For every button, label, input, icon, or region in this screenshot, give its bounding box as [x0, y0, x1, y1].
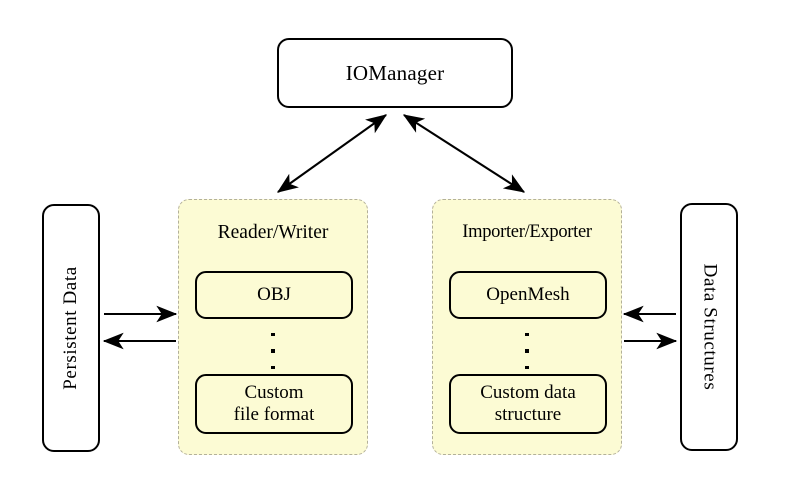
connector-manager-reader-writer	[276, 114, 388, 193]
persistent-data-node[interactable]: Persistent Data	[42, 204, 100, 452]
data-structures-node[interactable]: Data Structures	[680, 203, 738, 451]
ellipsis-dot	[525, 365, 529, 369]
node-custom-data-structure-line2: structure	[494, 404, 562, 425]
ellipsis-dot	[271, 333, 275, 337]
connector-manager-importer-exporter	[402, 114, 526, 193]
ellipsis-dot	[525, 333, 529, 337]
group-reader-writer-title: Reader/Writer	[217, 222, 329, 243]
data-structures-label: Data Structures	[699, 263, 720, 391]
node-custom-data-structure[interactable]: Custom data structure	[449, 374, 607, 434]
persistent-data-label: Persistent Data	[60, 266, 82, 390]
node-openmesh[interactable]: OpenMesh	[449, 271, 607, 319]
group-reader-writer[interactable]: Reader/Writer OBJ Custom file format	[178, 199, 368, 455]
node-obj[interactable]: OBJ	[195, 271, 353, 319]
ellipsis-dot	[525, 349, 529, 353]
ellipsis-dot	[271, 349, 275, 353]
node-custom-file-format-line1: Custom	[244, 381, 304, 403]
io-manager-label: IOManager	[345, 60, 445, 85]
io-manager-node[interactable]: IOManager	[277, 38, 513, 108]
node-custom-data-structure-line1: Custom data	[480, 381, 576, 403]
node-obj-label: OBJ	[257, 283, 291, 305]
importer-exporter-ellipsis	[433, 333, 621, 369]
node-openmesh-label: OpenMesh	[486, 283, 570, 305]
ellipsis-dot	[271, 365, 275, 369]
group-importer-exporter-title: Importer/Exporter	[462, 222, 592, 242]
node-custom-file-format[interactable]: Custom file format	[195, 374, 353, 434]
group-importer-exporter[interactable]: Importer/Exporter OpenMesh Custom data s…	[432, 199, 622, 455]
reader-writer-ellipsis	[179, 333, 367, 369]
node-custom-file-format-line2: file format	[233, 404, 315, 425]
